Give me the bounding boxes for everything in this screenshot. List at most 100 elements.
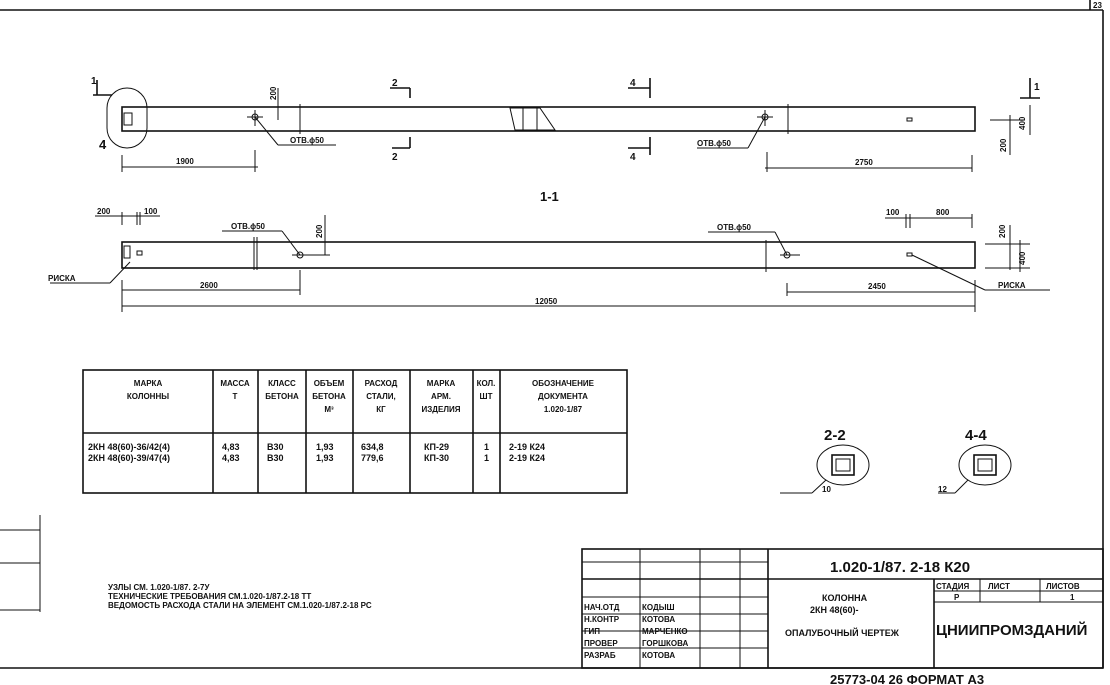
table-header: АРМ. <box>431 392 451 401</box>
corner-number: 23 <box>1093 1 1102 10</box>
table-header: 1.020-1/87 <box>544 405 583 414</box>
table-cell: 1 <box>484 442 489 452</box>
section-mark-4-bottom: 4 <box>630 152 636 163</box>
title-block <box>581 548 1104 669</box>
plan-view <box>93 78 1040 172</box>
sheet-label: ЛИСТ <box>988 582 1010 591</box>
table-header: М³ <box>324 405 334 414</box>
section-callout: 10 <box>822 485 831 494</box>
sheets-label: ЛИСТОВ <box>1046 582 1080 591</box>
drawing-name-line: КОЛОННА <box>822 593 868 603</box>
section-title: 2-2 <box>824 427 846 444</box>
elevation-view <box>50 212 1050 312</box>
table-header: БЕТОНА <box>312 392 346 401</box>
table-header: МАРКА <box>134 379 163 388</box>
section-mark-1: 1 <box>91 76 97 87</box>
hole-label: ОТВ.ϕ50 <box>717 223 752 232</box>
elevation-title: 1-1 <box>540 189 559 204</box>
table-header: КОЛ. <box>477 379 496 388</box>
table-header: СТАЛИ, <box>366 392 395 401</box>
dim-1900: 1900 <box>176 157 194 166</box>
signer-name: ГОРШКОВА <box>642 639 689 648</box>
table-header: БЕТОНА <box>265 392 299 401</box>
dim-100: 100 <box>144 207 158 216</box>
signer-role: ГИП <box>584 627 600 636</box>
signer-role: РАЗРАБ <box>584 651 616 660</box>
signer-name: КОТОВА <box>642 651 675 660</box>
dim-2600: 2600 <box>200 281 218 290</box>
table-cell: 1,93 <box>316 442 334 452</box>
note: УЗЛЫ СМ. 1.020-1/87. 2-7У <box>108 583 211 592</box>
table-cell: 634,8 <box>361 442 384 452</box>
section-mark-4-top: 4 <box>630 78 636 89</box>
table-header: МАРКА <box>427 379 456 388</box>
dim-200: 200 <box>97 207 111 216</box>
dim-200r: 200 <box>998 224 1007 238</box>
dim-400: 400 <box>1018 116 1027 130</box>
drawing-name-line: 2КН 48(60)- <box>810 605 859 615</box>
table-header: Т <box>233 392 238 401</box>
callout-4: 4 <box>99 137 107 152</box>
note: ТЕХНИЧЕСКИЕ ТРЕБОВАНИЯ СМ.1.020-1/87.2-1… <box>108 592 311 601</box>
dim-2450: 2450 <box>868 282 886 291</box>
section-title: 4-4 <box>965 427 987 444</box>
table-cell: 1,93 <box>316 453 334 463</box>
hole-label: ОТВ.ϕ50 <box>231 222 266 231</box>
table-header: ОБОЗНАЧЕНИЕ <box>532 379 595 388</box>
table-cell: КП-29 <box>424 442 449 452</box>
hole-label: ОТВ.ϕ50 <box>290 136 325 145</box>
drawing-name-line: ОПАЛУБОЧНЫЙ ЧЕРТЕЖ <box>785 627 900 638</box>
signer-role: Н.КОНТР <box>584 615 620 624</box>
section-2-2 <box>780 444 870 494</box>
table-cell: В30 <box>267 453 284 463</box>
table-cell: 4,83 <box>222 442 240 452</box>
footer-text: 25773-04 26 ФОРМАТ А3 <box>830 672 984 685</box>
signer-role: ПРОВЕР <box>584 639 618 648</box>
spec-table <box>82 369 628 494</box>
dim-2750: 2750 <box>855 158 873 167</box>
table-header: ШТ <box>480 392 493 401</box>
spec-table-text: МАРКА КОЛОННЫ МАССА Т КЛАСС БЕТОНА ОБЪЕМ БЕТОНА… <box>88 379 595 463</box>
table-cell: 2КН 48(60)-36/42(4) <box>88 442 170 452</box>
table-header: МАССА <box>220 379 250 388</box>
signer-name: МАРЧЕНКО <box>642 627 688 636</box>
note: ВЕДОМОСТЬ РАСХОДА СТАЛИ НА ЭЛЕМЕНТ СМ.1.… <box>108 601 372 610</box>
table-header: ДОКУМЕНТА <box>538 392 588 401</box>
table-cell: 779,6 <box>361 453 384 463</box>
table-header: ИЗДЕЛИЯ <box>422 405 461 414</box>
table-cell: 4,83 <box>222 453 240 463</box>
table-cell: В30 <box>267 442 284 452</box>
organization: ЦНИИПРОМЗДАНИЙ <box>936 621 1087 639</box>
riska-label: РИСКА <box>998 281 1026 290</box>
table-header: КОЛОННЫ <box>127 392 169 401</box>
section-mark-2-top: 2 <box>392 78 398 89</box>
table-cell: 2-19 К24 <box>509 442 545 452</box>
signer-role: НАЧ.ОТД <box>584 603 620 612</box>
signers: НАЧ.ОТД КОДЫШ Н.КОНТР КОТОВА ГИП МАРЧЕНКО ПРОВ… <box>584 603 689 660</box>
section-callout: 12 <box>938 485 947 494</box>
stage-label: СТАДИЯ <box>936 582 969 591</box>
riska-label: РИСКА <box>48 274 76 283</box>
signer-name: КОТОВА <box>642 615 675 624</box>
dim-12050: 12050 <box>535 297 558 306</box>
dim-100r: 100 <box>886 208 900 217</box>
section-mark-1-right: 1 <box>1034 82 1040 93</box>
table-cell: 2КН 48(60)-39/47(4) <box>88 453 170 463</box>
table-header: РАСХОД <box>365 379 398 388</box>
dim-200: 200 <box>269 86 278 100</box>
sheets-value: 1 <box>1070 593 1075 602</box>
table-header: ОБЪЕМ <box>314 379 345 388</box>
dim-400r: 400 <box>1018 251 1027 265</box>
section-4-4 <box>938 444 1012 494</box>
table-cell: 2-19 К24 <box>509 453 545 463</box>
dim-200b: 200 <box>999 138 1008 152</box>
dim-200v: 200 <box>315 224 324 238</box>
signer-name: КОДЫШ <box>642 603 675 612</box>
dim-800: 800 <box>936 208 950 217</box>
document-code: 1.020-1/87. 2-18 К20 <box>830 559 970 576</box>
table-header: КЛАСС <box>268 379 296 388</box>
hole-label: ОТВ.ϕ50 <box>697 139 732 148</box>
section-mark-2-bottom: 2 <box>392 152 398 163</box>
table-cell: КП-30 <box>424 453 449 463</box>
